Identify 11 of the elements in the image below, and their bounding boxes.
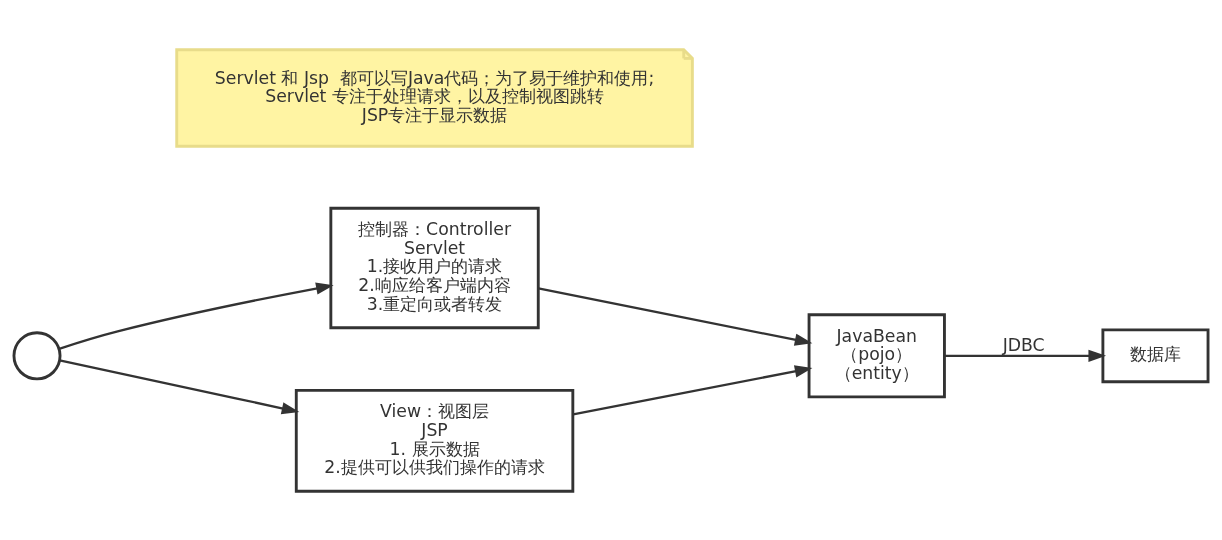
node-box: JavaBean （pojo） （entity） [807,312,946,398]
edge-label: JDBC [1002,334,1045,355]
arrow [59,358,300,414]
node-person [12,330,62,380]
arrow [58,281,334,350]
node-box: View：视图层 JSP 1. 展示数据 2.提供可以供我们操作的请求 [294,388,575,493]
node-box: 数据库 [1101,328,1210,383]
arrow [538,286,813,346]
arrow [944,349,1107,362]
node-box: 控制器：Controller Servlet 1.接收用户的请求 2.响应给客户端内容 3.重定向或者转发 [329,206,540,329]
arrow [572,364,813,415]
